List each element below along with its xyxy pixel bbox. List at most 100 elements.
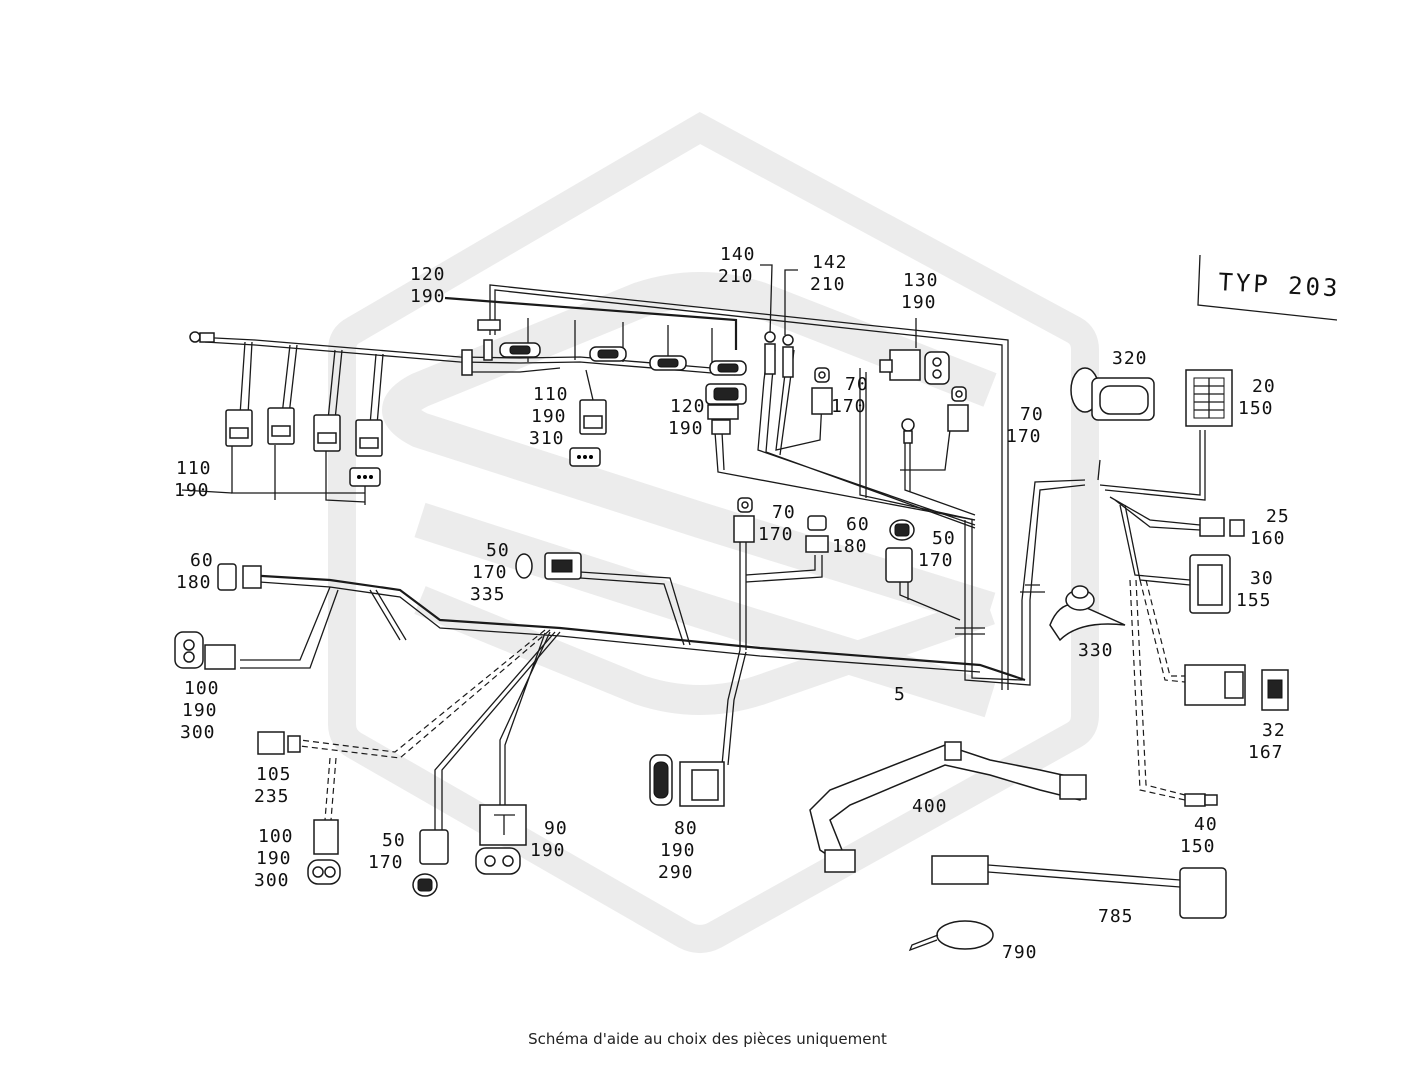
label-100-190-300-b-1: 100	[258, 826, 294, 847]
label-110-190-1: 110	[176, 458, 212, 479]
label-100-190-300-b-3: 300	[254, 870, 290, 891]
label-50-170-b-1: 50	[382, 830, 406, 851]
connector-105-235	[257, 731, 301, 755]
label-120-190-b-2: 190	[668, 418, 704, 439]
label-5: 5	[894, 684, 906, 705]
label-50-170-335-2: 170	[472, 562, 508, 583]
wire-harness	[181, 264, 1206, 830]
ring-terminal-left	[189, 331, 215, 343]
label-20-150-2: 150	[1238, 398, 1274, 419]
label-50-170-b-2: 170	[368, 852, 404, 873]
connector-40-150	[1184, 793, 1218, 807]
label-80-190-290-3: 290	[658, 862, 694, 883]
label-100-190-300-a-3: 300	[180, 722, 216, 743]
label-130-190-2: 190	[901, 292, 937, 313]
label-32-167-1: 32	[1262, 720, 1286, 741]
connector-70-170-b	[947, 386, 969, 432]
label-70-170-a-1: 70	[845, 374, 869, 395]
label-330: 330	[1078, 640, 1114, 661]
label-70-170-c-2: 170	[758, 524, 794, 545]
connector-70-170-a	[811, 367, 833, 415]
label-80-190-290-2: 190	[660, 840, 696, 861]
label-790: 790	[1002, 942, 1038, 963]
label-142-210-1: 142	[812, 252, 848, 273]
label-120-190-a-2: 190	[410, 286, 446, 307]
label-105-235-1: 105	[256, 764, 292, 785]
label-40-150-2: 150	[1180, 836, 1216, 857]
type-label: TYP 203	[1218, 268, 1341, 302]
connector-60-180-b	[217, 563, 262, 591]
label-320: 320	[1112, 348, 1148, 369]
connector-90-190	[475, 804, 527, 875]
connector-80-190-290	[649, 754, 725, 807]
label-60-180-b-2: 180	[176, 572, 212, 593]
caption: Schéma d'aide au choix des pièces unique…	[528, 1030, 887, 1048]
label-785: 785	[1098, 906, 1134, 927]
label-50-170-335-3: 335	[470, 584, 506, 605]
label-110-190-2: 190	[174, 480, 210, 501]
label-140-210-2: 210	[718, 266, 754, 287]
label-100-190-300-a-1: 100	[184, 678, 220, 699]
label-30-155-2: 155	[1236, 590, 1272, 611]
label-70-170-a-2: 170	[831, 396, 867, 417]
extension-cable-785	[931, 855, 1227, 919]
connectors-110	[225, 407, 383, 487]
part-labels: 120 190 140 210 142 210 130 190 320 20 1…	[174, 244, 1290, 963]
harness-clips	[461, 319, 501, 376]
label-120-190-b-1: 120	[670, 396, 706, 417]
label-32-167-2: 167	[1248, 742, 1284, 763]
connector-100-190-300-a	[174, 631, 236, 670]
label-50-170-a-1: 50	[932, 528, 956, 549]
watermark-logo	[328, 111, 1099, 953]
connector-120-190	[705, 383, 747, 435]
label-25-160-2: 160	[1250, 528, 1286, 549]
lamp-320	[1070, 367, 1155, 421]
ring-terminal-center	[901, 418, 915, 444]
label-70-170-b-2: 170	[1006, 426, 1042, 447]
label-130-190-1: 130	[903, 270, 939, 291]
inline-connectors-top	[499, 342, 747, 376]
label-110-190-310-2: 190	[531, 406, 567, 427]
label-20-150-1: 20	[1252, 376, 1276, 397]
connector-32-167	[1184, 664, 1289, 711]
connector-110-190-310	[569, 399, 607, 467]
cable-tie-790	[908, 920, 994, 952]
label-110-190-310-1: 110	[533, 384, 569, 405]
connector-30-155	[1189, 554, 1231, 614]
label-90-190-2: 190	[530, 840, 566, 861]
label-60-180-a-2: 180	[832, 536, 868, 557]
label-120-190-a-1: 120	[410, 264, 446, 285]
connector-50-170-b	[412, 829, 449, 897]
connector-20-150	[1185, 369, 1233, 427]
connector-70-170-c	[733, 497, 755, 543]
label-60-180-b-1: 60	[190, 550, 214, 571]
label-70-170-b-1: 70	[1020, 404, 1044, 425]
grommet-330	[1020, 584, 1126, 642]
harness-bracket-400	[809, 741, 1087, 873]
label-60-180-a-1: 60	[846, 514, 870, 535]
connector-60-180-a	[805, 515, 829, 553]
label-70-170-c-1: 70	[772, 502, 796, 523]
connector-100-190-300-b	[307, 819, 341, 885]
label-80-190-290-1: 80	[674, 818, 698, 839]
connector-25-160	[1199, 517, 1245, 537]
label-100-190-300-b-2: 190	[256, 848, 292, 869]
label-140-210-1: 140	[720, 244, 756, 265]
label-50-170-a-2: 170	[918, 550, 954, 571]
label-400: 400	[912, 796, 948, 817]
label-110-190-310-3: 310	[529, 428, 565, 449]
label-30-155-1: 30	[1250, 568, 1274, 589]
label-142-210-2: 210	[810, 274, 846, 295]
components	[174, 319, 1289, 952]
type-designation: TYP 203	[1197, 254, 1341, 321]
terminals-140-142	[764, 331, 794, 378]
connector-50-170-a	[885, 519, 915, 583]
label-40-150-1: 40	[1194, 814, 1218, 835]
connector-50-170-335	[515, 552, 582, 580]
label-25-160-1: 25	[1266, 506, 1290, 527]
label-50-170-335-1: 50	[486, 540, 510, 561]
label-90-190-1: 90	[544, 818, 568, 839]
label-105-235-2: 235	[254, 786, 290, 807]
label-100-190-300-a-2: 190	[182, 700, 218, 721]
